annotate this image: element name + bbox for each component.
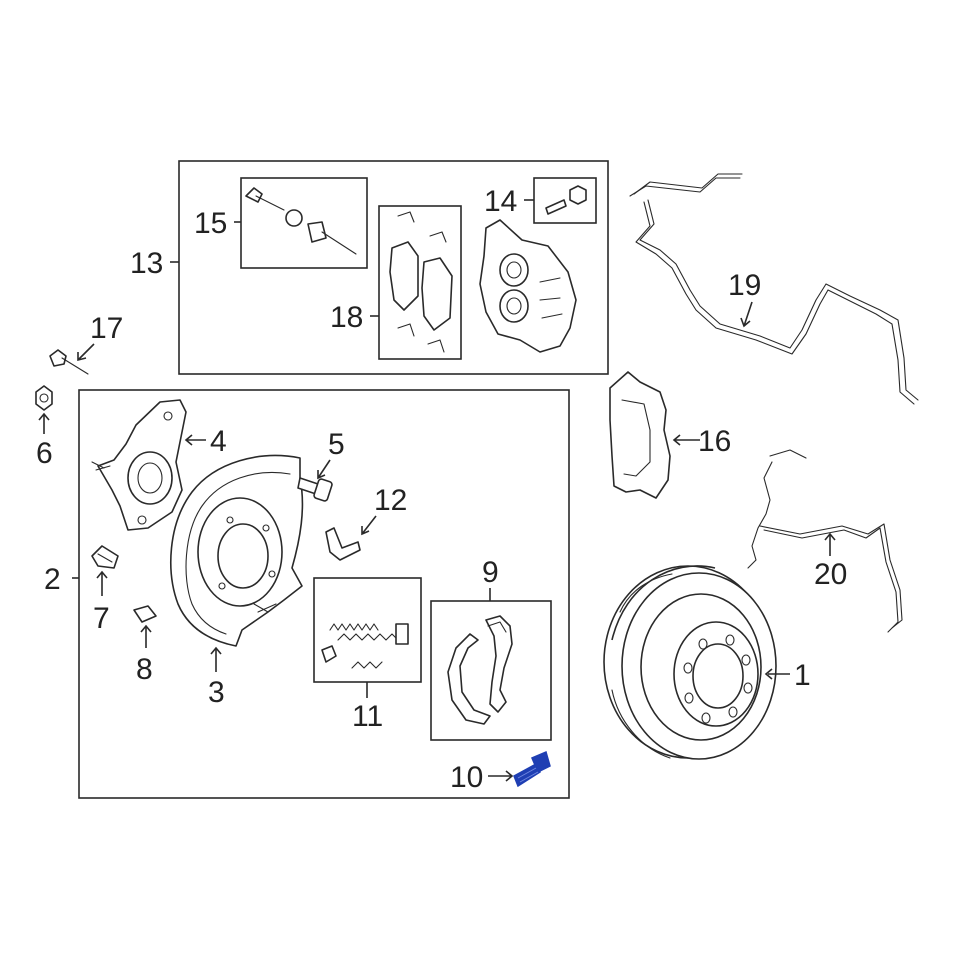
- callout-10: 10: [450, 761, 483, 794]
- callout-11: 11: [352, 700, 383, 733]
- callout-7: 7: [93, 602, 110, 635]
- nut: [35, 385, 53, 411]
- knuckle: [91, 399, 187, 531]
- callout-19: 19: [728, 269, 761, 302]
- callout-4: 4: [210, 425, 227, 458]
- callout-12: 12: [374, 484, 407, 517]
- caliper-group-box: [178, 160, 609, 375]
- callout-6: 6: [36, 437, 53, 470]
- bracket: [325, 527, 361, 561]
- callout-18: 18: [330, 301, 363, 334]
- callout-20: 20: [814, 558, 847, 591]
- callout-8: 8: [136, 653, 153, 686]
- brake-pads: [389, 211, 453, 353]
- callout-3: 3: [208, 676, 225, 709]
- shim: [133, 605, 157, 623]
- backing-plate-group-box: [78, 389, 570, 799]
- callout-5: 5: [328, 428, 345, 461]
- parking-brake-shoes: [447, 615, 513, 725]
- caliper: [479, 219, 577, 353]
- clip: [91, 545, 119, 569]
- brake-pads-box: [378, 205, 462, 360]
- callout-17: 17: [90, 312, 123, 345]
- callout-16: 16: [698, 425, 731, 458]
- callout-15: 15: [194, 207, 227, 240]
- guide-pin-kit: [245, 187, 357, 255]
- parking-shoes-box: [430, 600, 552, 741]
- wheel-stud: [513, 750, 551, 788]
- callout-9: 9: [482, 556, 499, 589]
- guide-pin-kit-box: [240, 177, 368, 269]
- bolt: [297, 477, 333, 502]
- callout-14: 14: [484, 185, 517, 218]
- abs-sensor-harness: [629, 173, 919, 405]
- callout-2: 2: [44, 563, 61, 596]
- rotor: [603, 565, 777, 760]
- callout-13: 13: [130, 247, 163, 280]
- backing-plate: [170, 454, 304, 647]
- wear-sensor: [747, 449, 903, 633]
- callout-1: 1: [794, 659, 811, 692]
- bleeder-kit: [545, 185, 587, 215]
- mounting-bolt: [49, 349, 89, 375]
- splash-shield: [609, 371, 671, 499]
- leader-lines: [38, 199, 836, 782]
- spring-hardware-kit: [321, 623, 409, 669]
